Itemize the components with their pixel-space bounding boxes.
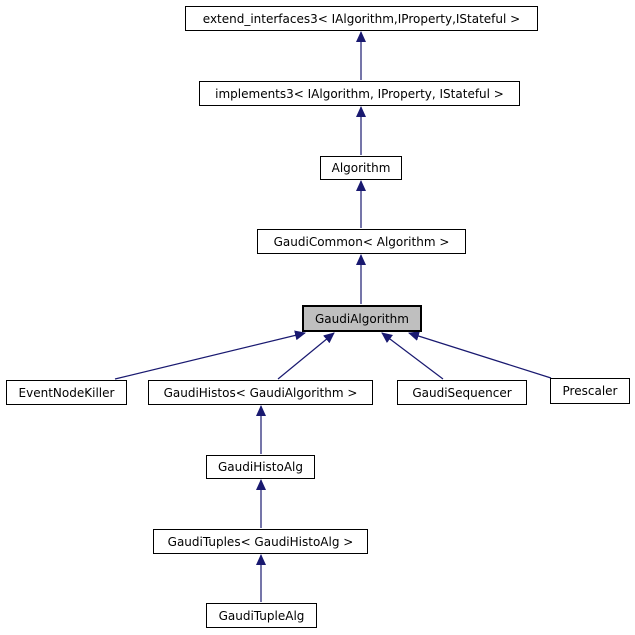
class-node-gauditulples[interactable]: GaudiTuples< GaudiHistoAlg > xyxy=(153,529,368,554)
class-node-gaudihistoalg[interactable]: GaudiHistoAlg xyxy=(206,455,315,479)
class-node-extend-interfaces3[interactable]: extend_interfaces3< IAlgorithm,IProperty… xyxy=(185,6,538,31)
class-node-gaudituplealg[interactable]: GaudiTupleAlg xyxy=(206,603,317,628)
class-node-prescaler[interactable]: Prescaler xyxy=(550,378,630,404)
class-node-gaudicommon[interactable]: GaudiCommon< Algorithm > xyxy=(257,229,466,254)
inheritance-edge-gaudihistos-to-gaudialgorithm xyxy=(277,332,335,380)
inheritance-edge-prescaler-to-gaudialgorithm xyxy=(408,331,552,379)
class-node-gaudisequencer[interactable]: GaudiSequencer xyxy=(397,380,527,405)
inheritance-edge-eventnodekiller-to-gaudialgorithm xyxy=(114,330,306,380)
class-node-algorithm[interactable]: Algorithm xyxy=(320,156,402,180)
class-node-eventnodekiller[interactable]: EventNodeKiller xyxy=(6,380,127,405)
class-node-gaudialgorithm: GaudiAlgorithm xyxy=(302,305,422,332)
class-node-gaudihistos[interactable]: GaudiHistos< GaudiAlgorithm > xyxy=(148,380,373,405)
class-node-implements3[interactable]: implements3< IAlgorithm, IProperty, ISta… xyxy=(199,81,520,106)
inheritance-edge-gaudisequencer-to-gaudialgorithm xyxy=(381,332,444,380)
